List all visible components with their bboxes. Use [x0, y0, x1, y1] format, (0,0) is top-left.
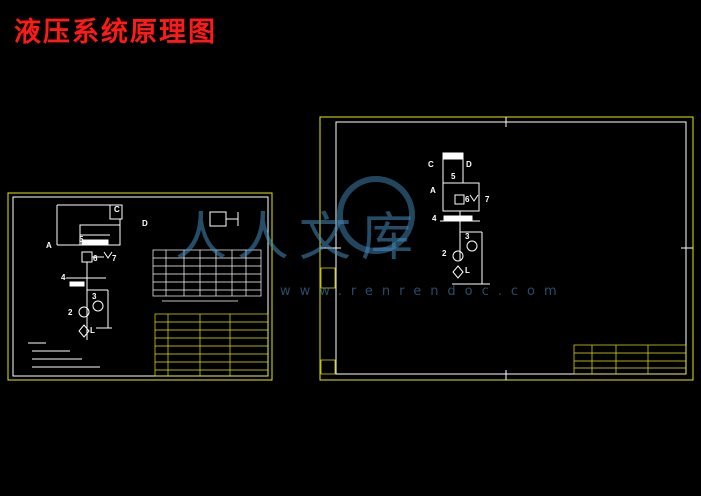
left-label-a: A [46, 241, 52, 250]
watermark-logo-text: 人人文库 [175, 208, 424, 268]
left-parts-table [152, 249, 262, 297]
right-label-7: 7 [485, 195, 490, 204]
left-sheet [7, 192, 273, 381]
left-label-c: C [114, 205, 120, 214]
right-label-3: 3 [465, 232, 470, 241]
right-label-2: 2 [442, 249, 447, 258]
left-label-3: 3 [92, 292, 97, 301]
watermark-logo-ring [337, 176, 415, 254]
right-schematic [440, 152, 490, 285]
right-label-5: 5 [451, 172, 456, 181]
right-label-d: D [466, 160, 472, 169]
left-label-5: 5 [79, 235, 84, 244]
right-sheet [319, 116, 694, 381]
left-schematic [56, 204, 239, 340]
left-label-l: L [90, 326, 95, 335]
left-label-2: 2 [68, 308, 73, 317]
page-title: 液压系统原理图 [14, 17, 217, 48]
left-inner-frame [12, 196, 269, 377]
watermark-url: www.renrendoc.com [280, 284, 566, 299]
left-label-d: D [142, 219, 148, 228]
right-label-c: C [428, 160, 434, 169]
left-title-block [154, 313, 269, 377]
right-label-a: A [430, 186, 436, 195]
left-label-7: 7 [112, 254, 117, 263]
left-label-6: 6 [93, 254, 98, 263]
left-label-4: 4 [61, 273, 66, 282]
left-outer-frame [7, 192, 273, 381]
left-notes [28, 342, 100, 368]
right-label-6: 6 [465, 195, 470, 204]
right-label-l: L [465, 266, 470, 275]
right-title-block [573, 344, 687, 375]
right-label-4: 4 [432, 214, 437, 223]
